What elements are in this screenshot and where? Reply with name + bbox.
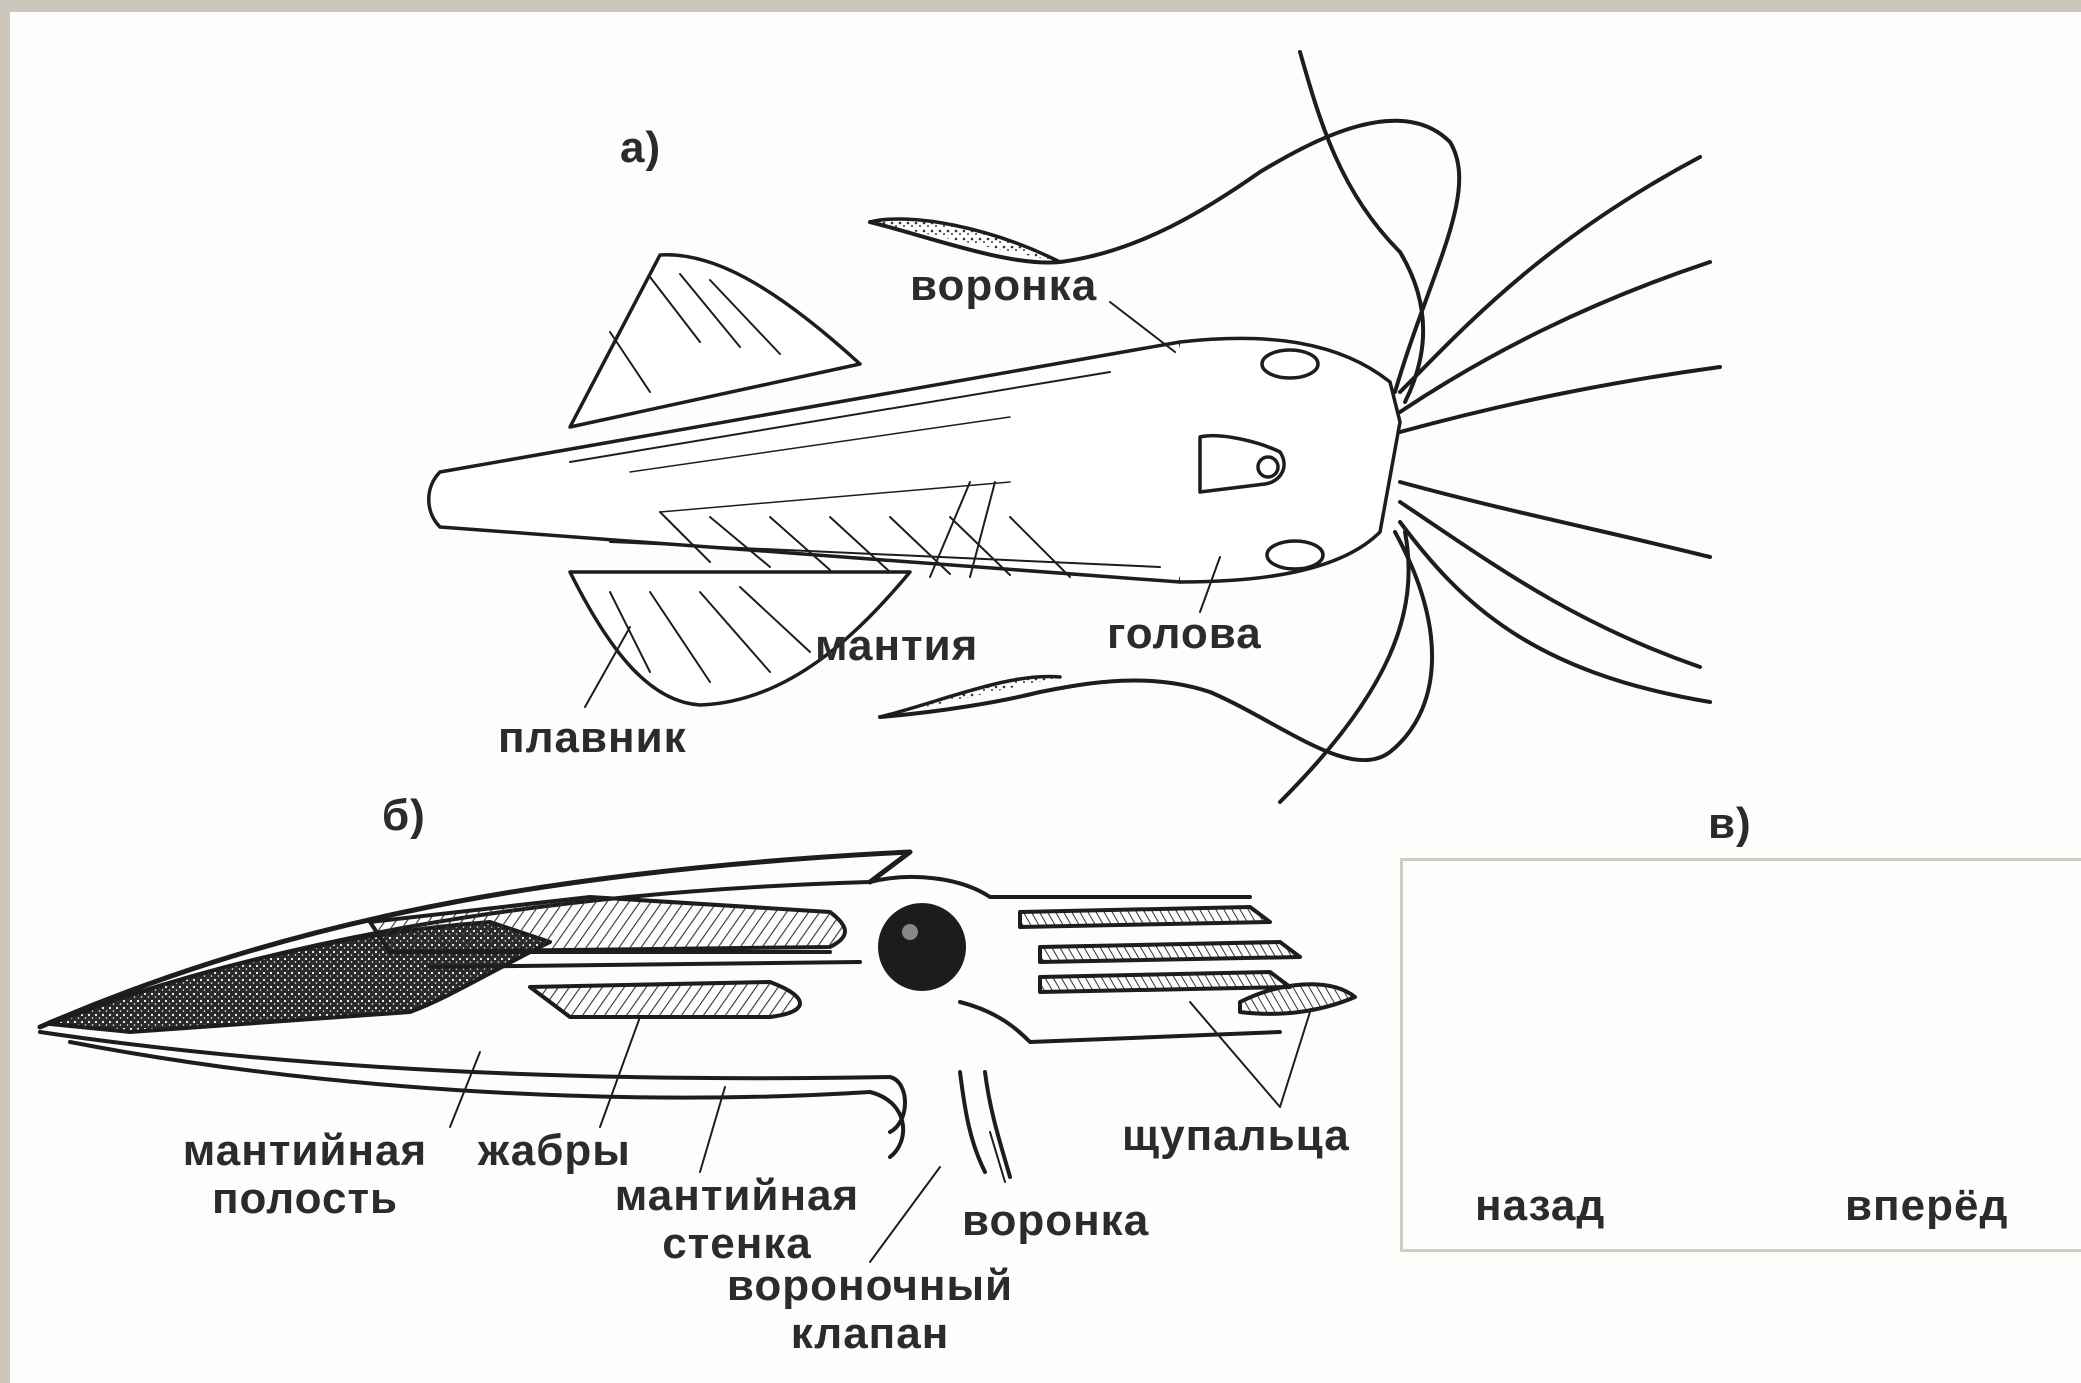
label-mantle-cavity: мантийная полость: [183, 1127, 427, 1222]
label-funnel-valve: вороночный клапан: [727, 1262, 1013, 1357]
panel-a-letter: а): [620, 124, 661, 172]
arm-4: [1400, 482, 1710, 557]
arm-stripe-3: [1040, 972, 1290, 992]
panel-c-letter: в): [1708, 800, 1752, 848]
label-mantle-wall: мантийная стенка: [615, 1172, 859, 1267]
funnel-tube: [960, 1072, 1010, 1177]
eye-top: [1262, 350, 1318, 378]
section-eye: [880, 905, 964, 989]
arm-stripe-2: [1040, 942, 1300, 962]
label-funnel-b: воронка: [962, 1197, 1149, 1245]
label-funnel-a: воронка: [910, 262, 1097, 310]
arm-6: [1400, 522, 1710, 702]
arm-stripe-1: [1020, 907, 1270, 927]
label-forward: вперёд: [1845, 1182, 2008, 1230]
label-backward: назад: [1475, 1182, 1605, 1230]
label-tentacles: щупальца: [1122, 1112, 1350, 1160]
arm-3: [1400, 367, 1720, 432]
upper-fin: [570, 255, 860, 427]
arm-2: [1400, 262, 1710, 412]
label-head: голова: [1107, 610, 1262, 658]
label-mantle: мантия: [815, 622, 978, 670]
eye-bottom: [1267, 541, 1323, 569]
label-fin: плавник: [498, 714, 687, 762]
diagram-frame: а) б) в) воронка мантия голова плавник м…: [10, 12, 2081, 1383]
arm-5: [1400, 502, 1700, 667]
label-gills: жабры: [478, 1127, 631, 1175]
arm-1: [1400, 157, 1700, 392]
gill-lower: [530, 982, 800, 1017]
panel-b-letter: б): [382, 792, 426, 840]
